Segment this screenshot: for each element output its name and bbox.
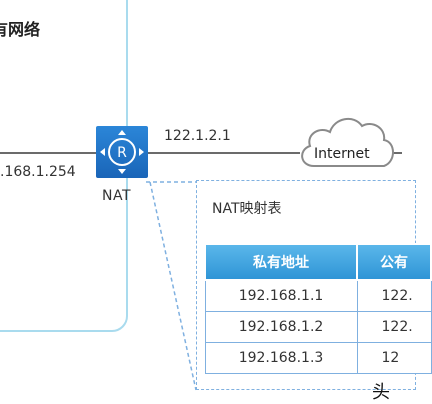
header-private-address: 私有地址 (204, 243, 358, 281)
link-private-to-nat (0, 152, 96, 154)
cloud-icon (301, 117, 394, 167)
watermark: 头 (372, 382, 390, 403)
public-ip: 122.1.2.1 (164, 128, 231, 144)
internet-label: Internet (314, 146, 370, 162)
public-address-cell: 122. (356, 279, 432, 312)
table-row: 192.168.1.2 122. (204, 311, 432, 343)
router-icon: R (100, 130, 144, 174)
nat-label: NAT (102, 188, 132, 204)
table-row: 192.168.1.3 12 (204, 342, 432, 374)
link-nat-to-internet (148, 152, 300, 154)
nat-router: R (96, 126, 148, 178)
table-header-row: 私有地址 公有 (204, 243, 432, 281)
private-address-cell: 192.168.1.2 (204, 311, 358, 343)
link-internet-out (392, 152, 402, 154)
public-address-cell: 122. (356, 311, 432, 343)
header-public-address: 公有 (356, 243, 432, 281)
private-address-cell: 192.168.1.1 (204, 279, 358, 312)
nat-table-title: NAT映射表 (212, 201, 282, 217)
private-address-cell: 192.168.1.3 (204, 342, 358, 374)
nat-mapping-table: 私有地址 公有 192.168.1.1 122. 192.168.1.2 122… (204, 243, 432, 374)
private-network-title: 有网络 (0, 16, 40, 40)
private-network-title-partial: 有 (0, 16, 8, 40)
private-network-title-text: 网络 (8, 20, 41, 39)
table-row: 192.168.1.1 122. (204, 279, 432, 312)
svg-text:R: R (117, 145, 127, 161)
private-gateway-ip: .168.1.254 (0, 164, 76, 180)
public-address-cell: 12 (356, 342, 432, 374)
